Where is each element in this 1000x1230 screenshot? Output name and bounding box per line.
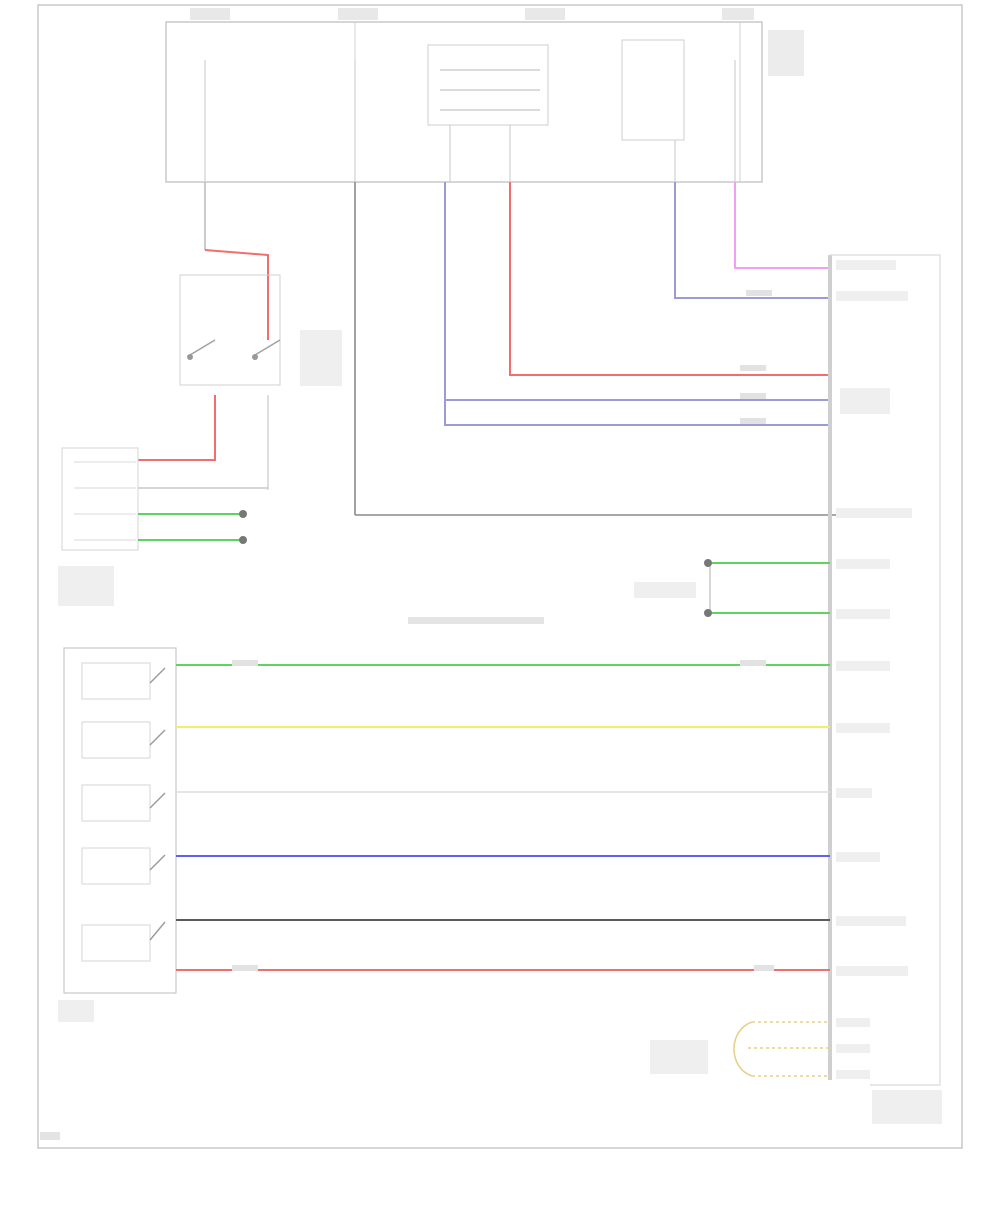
switch-side-label xyxy=(300,330,342,386)
switch-node-2 xyxy=(252,354,258,360)
module-header-2 xyxy=(338,8,378,20)
wire-purple-right xyxy=(674,182,830,299)
sensor-label xyxy=(650,1040,708,1074)
relay-block-center xyxy=(427,44,549,126)
switch-contact-icon xyxy=(149,729,166,746)
center-caption-bar xyxy=(408,617,544,624)
ground-symbol-icon xyxy=(704,559,712,567)
switch-contact-b xyxy=(254,339,281,356)
switch-cell-3 xyxy=(81,784,151,822)
wire-tag xyxy=(740,418,766,424)
switch-cell-4 xyxy=(81,847,151,885)
connector-icon xyxy=(836,609,890,619)
wire-tag xyxy=(754,965,774,971)
relay-block-right xyxy=(621,39,685,141)
wire-purple-left xyxy=(444,182,830,426)
switch-contact-icon xyxy=(149,667,166,684)
switch-stack-label xyxy=(58,1000,94,1022)
left-switch-cluster xyxy=(138,182,342,490)
middle-ground-pair xyxy=(634,559,830,617)
ground-pair-label xyxy=(634,582,696,598)
top-relay-module xyxy=(165,8,804,183)
switch-contact-a xyxy=(189,339,216,356)
switch-node-1 xyxy=(187,354,193,360)
wire-tag xyxy=(740,365,766,371)
switch-stack-box xyxy=(63,647,177,994)
module-header-3 xyxy=(525,8,565,20)
switch-cell-5 xyxy=(81,924,151,962)
connector-icon xyxy=(836,788,872,798)
sensor-housing xyxy=(733,1021,753,1077)
control-unit-box xyxy=(61,447,139,551)
diagram-border xyxy=(37,4,963,1149)
connector-icon xyxy=(836,661,890,671)
connector-icon xyxy=(836,1018,870,1027)
wire-tag xyxy=(740,660,766,666)
ground-symbol-icon xyxy=(704,609,712,617)
connector-icon xyxy=(836,291,908,301)
footer-ref-tag xyxy=(40,1132,60,1140)
connector-icon xyxy=(836,723,890,733)
lower-switch-stack xyxy=(58,647,177,1022)
switch-contact-icon xyxy=(149,792,166,809)
module-header-1 xyxy=(190,8,230,20)
switch-body xyxy=(179,274,281,386)
wire-red-upper xyxy=(509,182,830,376)
switch-contact-icon xyxy=(149,921,166,941)
switch-cell-2 xyxy=(81,721,151,759)
connector-icon xyxy=(836,1044,870,1053)
connector-icon xyxy=(840,388,890,414)
connector-icon xyxy=(836,260,896,270)
connector-icon xyxy=(836,1070,870,1079)
wire-tag xyxy=(232,965,258,971)
ground-symbol-icon xyxy=(239,536,247,544)
ground-symbol-icon xyxy=(239,510,247,518)
connector-icon xyxy=(836,852,880,862)
wire-tag xyxy=(232,660,258,666)
bottom-sensor xyxy=(650,1018,942,1124)
module-header-4 xyxy=(722,8,754,20)
connector-icon xyxy=(836,916,906,926)
wire-tag xyxy=(740,393,766,399)
module-side-label xyxy=(768,30,804,76)
harness-shield-outline xyxy=(830,254,941,1086)
relay-module-box xyxy=(165,21,763,183)
left-control-unit xyxy=(58,447,268,606)
connector-icon xyxy=(836,966,908,976)
wire-red-switch-loop xyxy=(204,249,269,340)
harness-end-label xyxy=(872,1090,942,1124)
wire-tag xyxy=(746,290,772,296)
connector-icon xyxy=(836,559,890,569)
switch-contact-icon xyxy=(149,854,166,871)
connector-icon xyxy=(836,508,912,518)
wire-red-to-unit xyxy=(138,395,216,461)
switch-cell-1 xyxy=(81,662,151,700)
wire-pink-right xyxy=(734,182,830,269)
control-unit-label xyxy=(58,566,114,606)
